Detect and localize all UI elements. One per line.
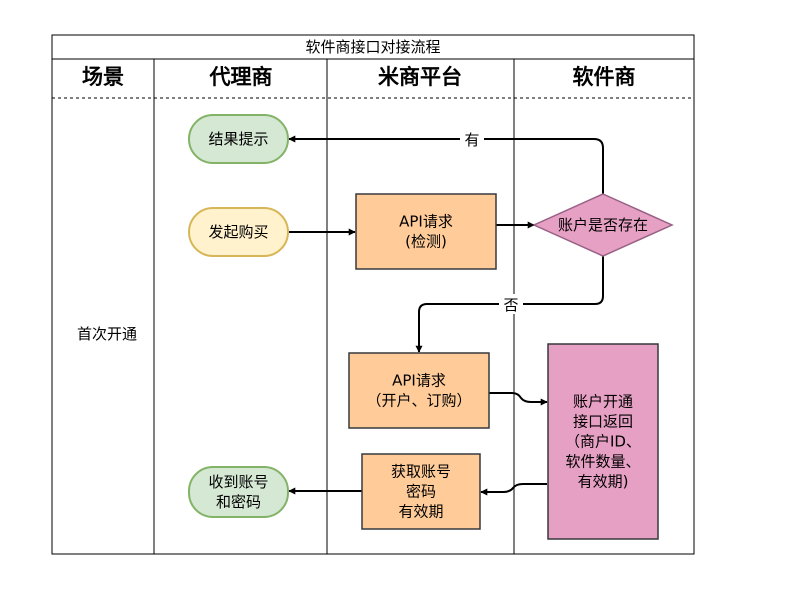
node-label-line: （开户、订购） bbox=[366, 392, 471, 410]
node-account-exists bbox=[532, 193, 674, 257]
node-account-return-text: 账户开通接口返回 （商户ID、软件数量、有效期) bbox=[565, 393, 641, 491]
diagram-title: 软件商接口对接流程 bbox=[305, 38, 440, 56]
edge-label-yes-bg bbox=[460, 129, 484, 149]
edge-yes bbox=[288, 135, 604, 194]
edge-label-yes: 有 bbox=[464, 131, 479, 149]
edge-return-to-get bbox=[480, 483, 547, 496]
node-result-hint-text: 结果提示 bbox=[208, 130, 268, 148]
scene-label: 首次开通 bbox=[77, 325, 137, 343]
node-receive-account bbox=[188, 466, 289, 518]
node-label-line: 账户是否存在 bbox=[558, 216, 648, 234]
node-get-account bbox=[361, 453, 481, 530]
node-label-line: 密码 bbox=[406, 483, 436, 501]
node-label-line: (检测) bbox=[405, 233, 447, 251]
node-label-line: 有效期 bbox=[398, 503, 443, 521]
node-start-purchase bbox=[188, 207, 289, 257]
node-receive-account-text: 收到账号和密码 bbox=[208, 473, 268, 511]
node-start-purchase-text: 发起购买 bbox=[208, 223, 268, 241]
node-label-line: 结果提示 bbox=[208, 130, 268, 148]
node-account-exists-text: 账户是否存在 bbox=[558, 216, 648, 234]
lane-header-vendor: 软件商 bbox=[573, 65, 636, 89]
node-api-open-text: API请求 （开户、订购） bbox=[366, 372, 471, 410]
node-label-line: API请求 bbox=[392, 372, 446, 390]
node-api-check-text: API请求 (检测) bbox=[399, 213, 453, 251]
node-api-open bbox=[348, 352, 490, 429]
node-label-line: 和密码 bbox=[216, 493, 261, 511]
node-result-hint bbox=[188, 114, 289, 164]
node-label-line: 发起购买 bbox=[208, 223, 268, 241]
node-label-line: （商户ID、 bbox=[565, 433, 641, 451]
lane-header-platform: 米商平台 bbox=[378, 65, 462, 89]
lane-header-scene: 场景 bbox=[82, 65, 124, 89]
edge-label-no-bg bbox=[499, 294, 523, 314]
node-label-line: 接口返回 bbox=[573, 413, 633, 431]
edge-label-no: 否 bbox=[503, 296, 518, 314]
node-label-line: API请求 bbox=[399, 213, 453, 231]
node-label-line: 有效期) bbox=[578, 473, 629, 491]
node-label-line: 软件数量、 bbox=[565, 453, 640, 471]
node-account-return bbox=[547, 343, 659, 540]
node-label-line: 获取账号 bbox=[391, 463, 451, 481]
edge-open-to-return bbox=[489, 392, 548, 406]
node-label-line: 账户开通 bbox=[573, 393, 633, 411]
node-get-account-text: 获取账号密码有效期 bbox=[391, 463, 451, 521]
node-api-check bbox=[355, 193, 497, 270]
lane-header-agent: 代理商 bbox=[209, 65, 273, 89]
node-label-line: 收到账号 bbox=[208, 473, 268, 491]
